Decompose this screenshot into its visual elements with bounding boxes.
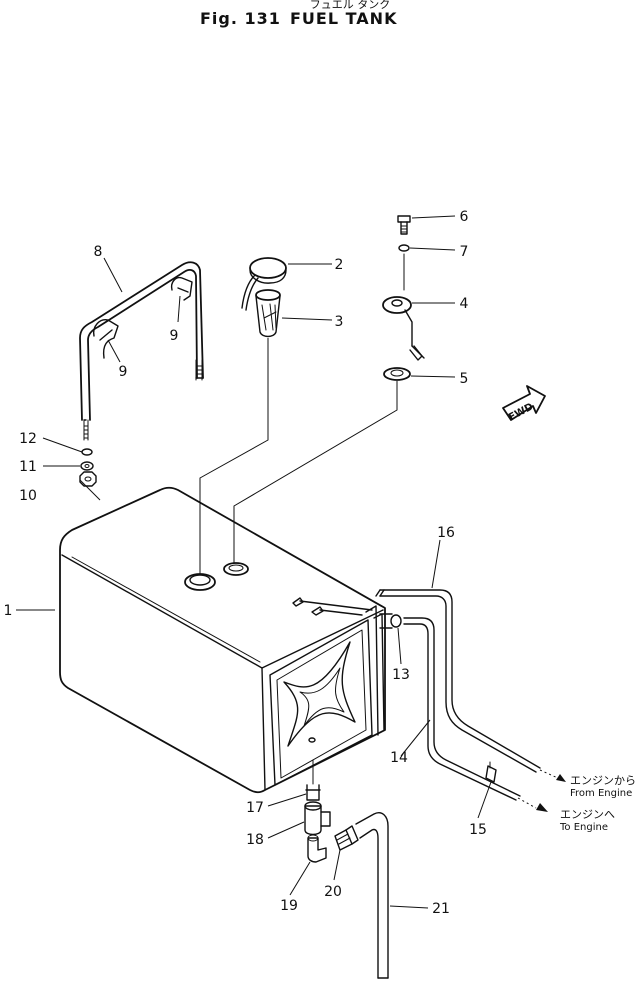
- to-engine-label-jp: エンジンへ: [560, 808, 615, 821]
- callout-17: 17: [246, 800, 264, 816]
- supply-hose: [403, 617, 521, 801]
- callout-12: 12: [19, 431, 37, 447]
- drain-hose: [355, 812, 389, 979]
- strap-washer-12: [81, 448, 93, 456]
- callout-5: 5: [460, 371, 469, 387]
- callout-11: 11: [19, 459, 37, 475]
- to-engine-arrow: [517, 797, 548, 812]
- drain-valve: [305, 759, 321, 801]
- drain-elbow: [307, 834, 327, 863]
- title-japanese: フュエル タンク: [310, 0, 391, 11]
- figure-label: Fig. 131: [200, 9, 281, 28]
- callout-15: 15: [469, 822, 487, 838]
- gauge-gasket: [383, 367, 411, 381]
- callout-20: 20: [324, 884, 342, 900]
- hose-connector: [365, 605, 402, 736]
- callout-7: 7: [460, 244, 469, 260]
- callout-2: 2: [335, 257, 344, 273]
- callout-3: 3: [335, 314, 344, 330]
- strap-pad-lower: [93, 319, 119, 359]
- callout-16: 16: [437, 525, 455, 541]
- callout-18: 18: [246, 832, 264, 848]
- from-engine-label: From Engine: [570, 788, 632, 799]
- from-engine-arrow: [539, 769, 566, 782]
- drain-nipple: [334, 825, 359, 851]
- callout-8: 8: [94, 244, 103, 260]
- filler-neck: [255, 289, 281, 338]
- callout-13: 13: [392, 667, 410, 683]
- strap-nut: [79, 471, 97, 487]
- callout-14: 14: [390, 750, 408, 766]
- callout-9-upper: 9: [170, 328, 179, 344]
- callout-10: 10: [19, 488, 37, 504]
- tank-strap: [79, 261, 204, 441]
- fuel-level-gauge: [382, 296, 425, 361]
- callout-9-lower: 9: [119, 364, 128, 380]
- figure-title: FUEL TANK: [290, 9, 397, 28]
- flow-labels: エンジンから From Engine エンジンへ To Engine: [559, 774, 635, 833]
- callout-4: 4: [460, 296, 469, 312]
- callout-6: 6: [460, 209, 469, 225]
- to-engine-label: To Engine: [559, 822, 608, 833]
- return-hose: [375, 589, 541, 773]
- leader-lines: [16, 215, 492, 909]
- callout-numbers: 1 2 3 4 5 6 7 8 9 9 10 11 12 13 14 15 16…: [4, 209, 487, 917]
- strap-pad-upper: [170, 276, 193, 301]
- strap-washer-11: [80, 461, 94, 471]
- hose-clamp: [485, 761, 497, 783]
- forward-direction-arrow: FWD: [502, 385, 546, 423]
- gauge-bolt: [397, 215, 411, 235]
- from-engine-label-jp: エンジンから: [570, 774, 635, 787]
- fuel-cap: [241, 257, 287, 311]
- callout-1: 1: [4, 603, 13, 619]
- callout-19: 19: [280, 898, 298, 914]
- fuel-tank: [59, 486, 386, 794]
- drain-cock: [304, 801, 331, 836]
- gauge-washer: [398, 244, 410, 291]
- callout-21: 21: [432, 901, 450, 917]
